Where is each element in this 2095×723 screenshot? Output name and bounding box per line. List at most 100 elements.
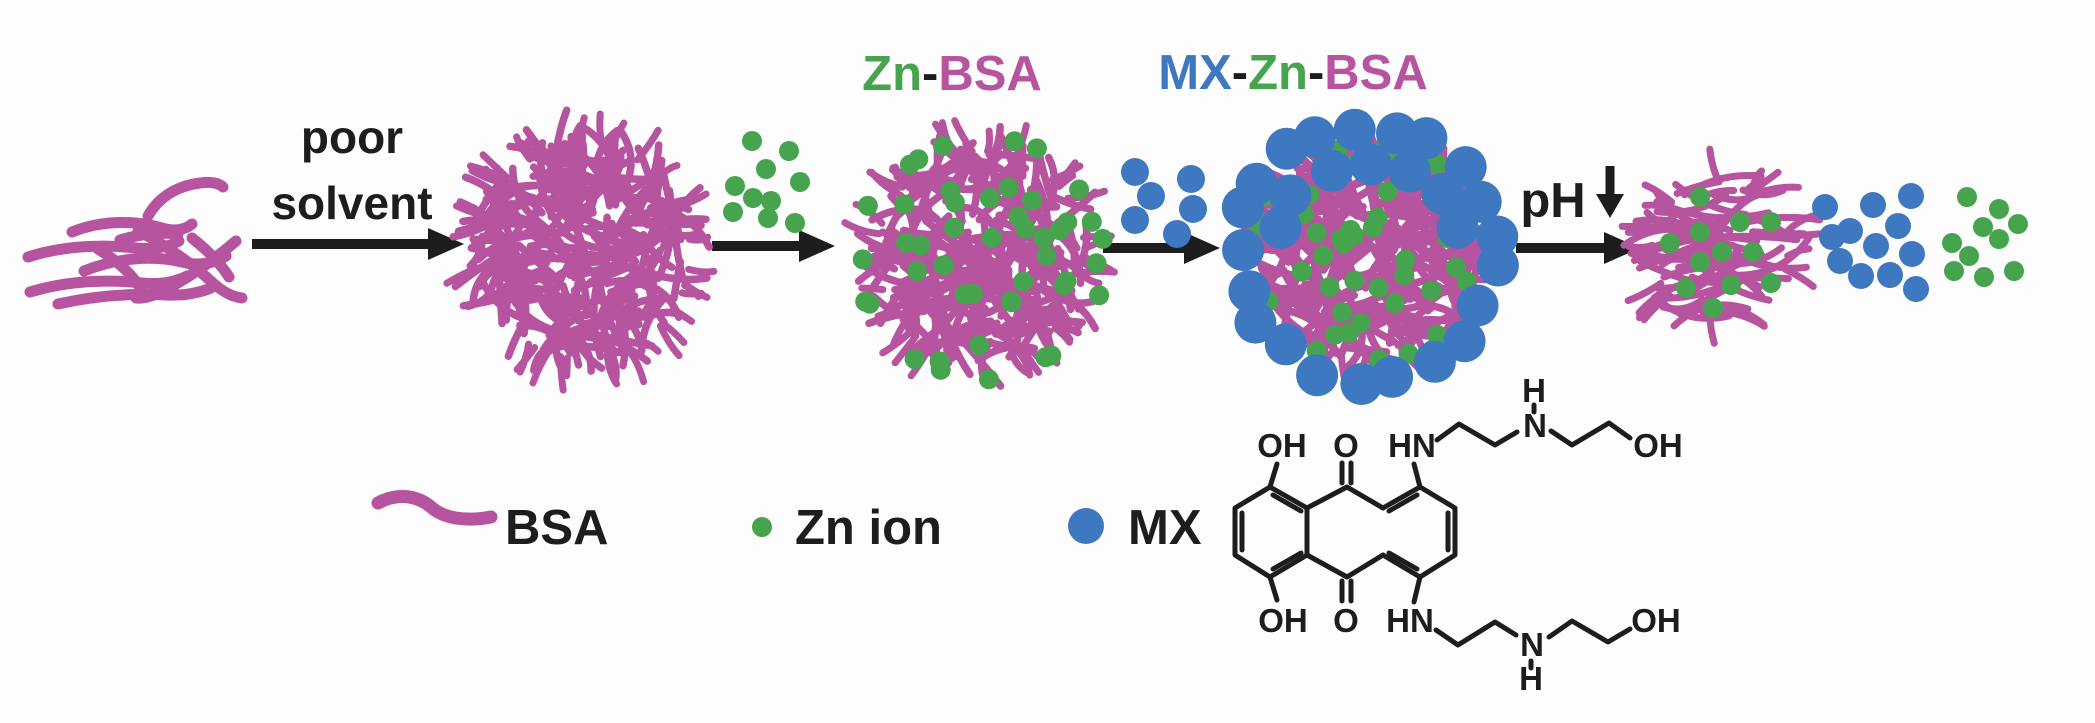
bsa-squiggle-icon — [371, 490, 498, 526]
zn-ion-dot — [1743, 242, 1763, 262]
zn-ion-dot — [1033, 227, 1054, 248]
poor-solvent-label-line1: poor — [301, 111, 403, 163]
mx-dot — [1903, 276, 1929, 302]
add-mx-arrow-icon — [1103, 232, 1220, 264]
released-zn — [1942, 187, 2028, 287]
zn-ion-dot — [1427, 324, 1447, 345]
zn-ion-dot — [1959, 246, 1979, 266]
zn-bsa-label-part: Zn — [862, 47, 922, 101]
mx-structure-atoms: OH O HN H N OH OH O HN N H OH — [1257, 372, 1683, 697]
mx-icon — [1068, 508, 1104, 544]
zn-ion-dot — [1313, 245, 1334, 266]
mx-dot — [1413, 340, 1456, 383]
zn-ion-dot — [969, 335, 990, 356]
mx-cluster — [1121, 158, 1207, 248]
atom-label: OH — [1633, 427, 1683, 464]
zn-ion-dot — [2008, 214, 2028, 234]
atom-label: O — [1333, 602, 1359, 639]
zn-bsa-label-part: - — [922, 47, 938, 101]
zn-ion-dot — [998, 177, 1019, 198]
mx-dot — [1234, 301, 1277, 344]
zn-ion-dot — [1703, 298, 1723, 318]
zn-ion-dot — [940, 181, 961, 202]
bsa-nanoparticle — [443, 106, 718, 394]
atom-label: N — [1520, 626, 1544, 663]
zn-bsa-nanoparticle — [841, 117, 1118, 390]
zn-ion-dot — [979, 188, 1000, 208]
mx-dot — [1863, 233, 1889, 259]
zn-ion-dot — [758, 208, 778, 228]
zn-ion-dot — [1344, 270, 1365, 291]
reaction-arrows — [252, 166, 1640, 264]
zn-ion-dot — [857, 195, 878, 216]
poor-solvent-label-line2: solvent — [271, 177, 432, 229]
atom-label: HN — [1388, 427, 1436, 464]
zn-ion-dot — [1974, 267, 1994, 287]
zn-bsa-label-part: BSA — [938, 47, 1041, 101]
mx-zn-bsa-label: MX-Zn-BSA — [1158, 46, 1428, 100]
mx-dot — [1179, 195, 1207, 223]
zn-ion-dot — [906, 261, 927, 282]
mx-zn-bsa-label-part: MX — [1158, 46, 1232, 100]
zn-ion-dot — [1054, 275, 1074, 296]
zn-ion-dot — [1989, 229, 2009, 249]
mx-dot — [1177, 165, 1205, 193]
mx-dot — [1333, 108, 1376, 151]
legend-label-bsa: BSA — [505, 501, 608, 555]
zn-ion-dot — [1036, 246, 1057, 266]
zn-ion-dot — [896, 232, 917, 253]
zn-ion-dot — [929, 351, 950, 372]
zn-ion-dot — [790, 172, 810, 192]
zn-ion-dot — [779, 141, 799, 161]
zn-ion-dot — [1989, 199, 2009, 219]
zn-ion-dot — [1081, 211, 1102, 232]
mx-dot — [1388, 150, 1431, 193]
zn-ion-dot — [1089, 285, 1110, 306]
mx-dot — [1121, 206, 1149, 234]
zn-ion-dot — [1057, 212, 1078, 233]
zn-ion-dot — [756, 159, 776, 179]
zn-ion-dot — [852, 249, 873, 270]
zn-ion-dot — [743, 188, 763, 208]
atom-label: H — [1519, 660, 1543, 697]
atom-label: OH — [1257, 427, 1307, 464]
atom-label: O — [1333, 427, 1359, 464]
zn-ion-dot — [962, 283, 983, 304]
atom-label: OH — [1631, 602, 1681, 639]
atom-label: OH — [1258, 602, 1308, 639]
mx-dot — [1476, 215, 1519, 258]
zn-ion-dot — [1291, 261, 1312, 282]
zn-ion-dot — [904, 349, 925, 370]
ph-down-arrow-icon — [1596, 166, 1624, 218]
zn-ion-dot — [761, 191, 781, 211]
zn-ion-icon — [752, 517, 772, 537]
zn-ion-dot — [1319, 277, 1340, 297]
mx-dot — [1340, 363, 1383, 405]
zn-ion-dot — [1730, 212, 1750, 232]
disassembled-complex — [1618, 145, 1824, 347]
zn-ion-dot — [1306, 222, 1327, 243]
mx-dot — [1259, 206, 1302, 249]
zn-ion-dot — [894, 194, 915, 215]
text-labels: poor solvent Zn-BSA MX-Zn-BSA pH — [271, 46, 1585, 229]
zn-ion-dot — [1026, 138, 1047, 159]
zn-ion-dot — [1944, 261, 1964, 281]
atom-label: HN — [1386, 602, 1434, 639]
zn-ion-dot — [1394, 265, 1415, 286]
mx-zn-bsa-nanoparticle — [1221, 108, 1519, 405]
mx-dot — [1137, 182, 1165, 210]
zn-ion-dot — [723, 202, 743, 222]
bsa-chain — [114, 227, 184, 246]
zn-ion-dot — [1427, 154, 1448, 175]
mx-dot — [1456, 284, 1499, 327]
zn-ion-dot — [1690, 252, 1710, 272]
mx-dot — [1163, 220, 1191, 248]
atom-label: H — [1522, 372, 1546, 409]
zn-ion-dot — [1384, 293, 1405, 314]
zn-ion-dot — [1973, 217, 1993, 237]
zn-ion-dot — [1421, 280, 1442, 301]
mx-dot — [1349, 143, 1392, 186]
mx-dot — [1885, 213, 1911, 239]
